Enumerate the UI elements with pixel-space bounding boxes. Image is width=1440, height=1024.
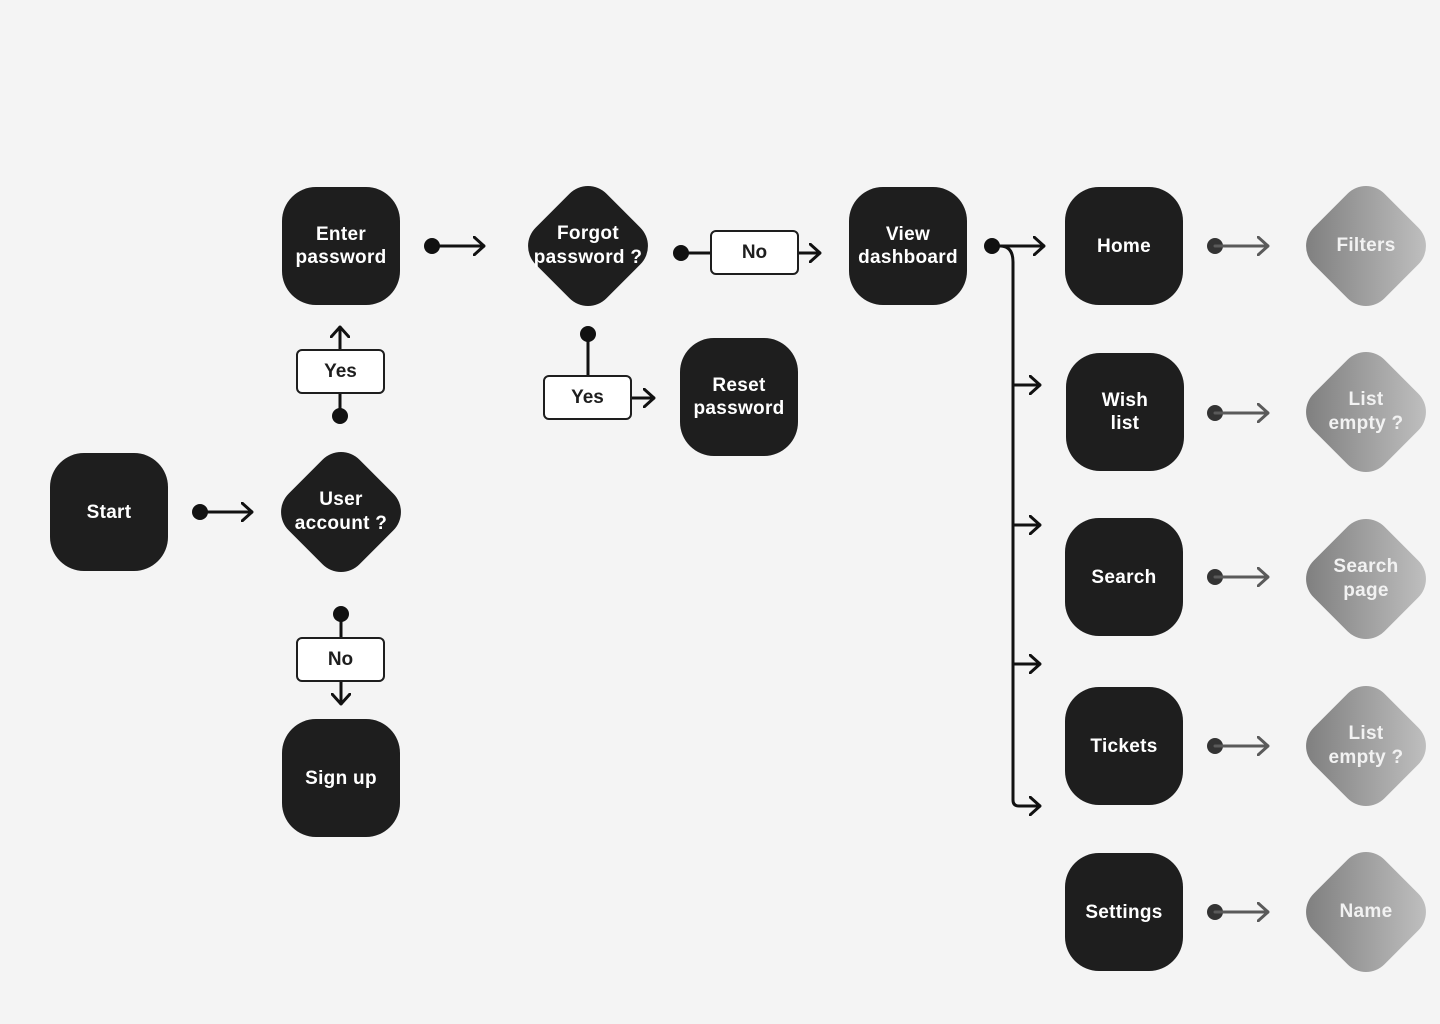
- node-enter-password-label: Enter password: [295, 224, 387, 268]
- decision-filters: Filters: [1295, 175, 1437, 317]
- edge-label-no-forgot: No: [710, 230, 799, 275]
- node-tickets-label: Tickets: [1090, 735, 1158, 757]
- node-wish-list-label: Wish list: [1101, 390, 1149, 434]
- decision-name: Name: [1295, 841, 1437, 983]
- edge-label-yes-account: Yes: [296, 349, 385, 394]
- decision-user-account-label: User account ?: [294, 489, 388, 534]
- decision-filters-label: Filters: [1336, 235, 1396, 256]
- decision-search-page-label: Search page: [1333, 556, 1399, 601]
- decision-name-label: Name: [1339, 901, 1393, 922]
- node-tickets: Tickets: [1065, 687, 1183, 805]
- decision-forgot-password: Forgot password ?: [517, 175, 659, 317]
- edge-label-yes-forgot: Yes: [543, 375, 632, 420]
- decision-search-page: Search page: [1295, 508, 1437, 650]
- node-start: Start: [50, 453, 168, 571]
- connector-dashboard-trunk: [998, 244, 1042, 806]
- decision-user-account: User account ?: [270, 441, 412, 583]
- node-sign-up: Sign up: [282, 719, 400, 837]
- decision-list-empty-wishlist: List empty ?: [1295, 341, 1437, 483]
- node-settings: Settings: [1065, 853, 1183, 971]
- node-search: Search: [1065, 518, 1183, 636]
- node-view-dashboard-label: View dashboard: [858, 224, 958, 268]
- node-sign-up-label: Sign up: [305, 767, 377, 789]
- node-start-label: Start: [86, 501, 132, 523]
- decision-forgot-password-label: Forgot password ?: [533, 223, 643, 268]
- decision-list-empty-label: List empty ?: [1328, 723, 1404, 768]
- node-reset-password: Reset password: [680, 338, 798, 456]
- node-search-label: Search: [1091, 566, 1157, 588]
- node-reset-password-label: Reset password: [693, 375, 785, 419]
- decision-list-empty-tickets: List empty ?: [1295, 675, 1437, 817]
- decision-list-empty-label: List empty ?: [1328, 389, 1404, 434]
- node-home-label: Home: [1097, 235, 1151, 257]
- node-enter-password: Enter password: [282, 187, 400, 305]
- node-home: Home: [1065, 187, 1183, 305]
- node-view-dashboard: View dashboard: [849, 187, 967, 305]
- node-wish-list: Wish list: [1066, 353, 1184, 471]
- edge-label-no-account: No: [296, 637, 385, 682]
- node-settings-label: Settings: [1085, 901, 1163, 923]
